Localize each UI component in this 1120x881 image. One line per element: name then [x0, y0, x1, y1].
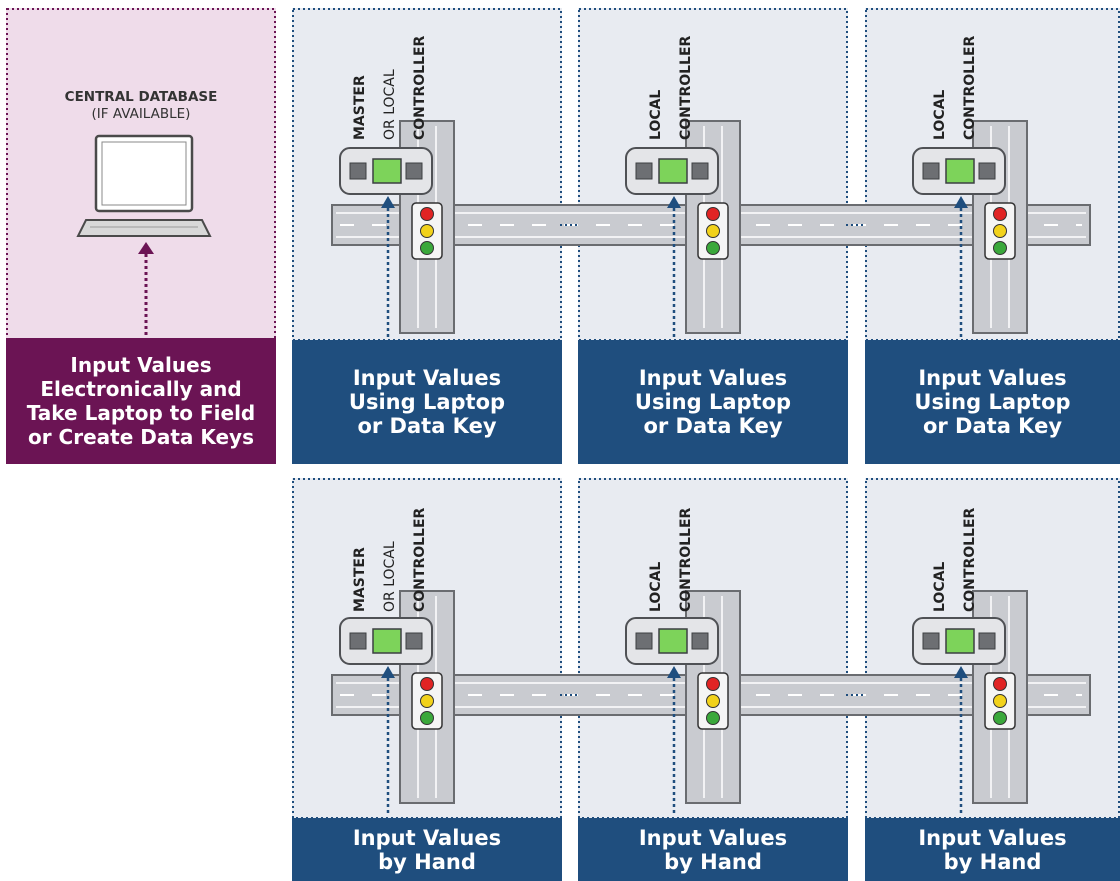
controller-keypad — [405, 632, 423, 650]
arrow-up-icon — [954, 666, 968, 678]
controller-screen — [658, 628, 688, 654]
controller-label: LOCAL CONTROLLER — [918, 508, 993, 612]
controller-screen — [945, 628, 975, 654]
signal-green-light — [993, 241, 1007, 255]
database-subtitle: (IF AVAILABLE) — [91, 106, 191, 122]
panel-caption: Input Values by Hand — [292, 818, 562, 881]
panel-caption-text: Input Values by Hand — [638, 825, 788, 874]
signal-red-light — [993, 207, 1007, 221]
signal-green-light — [420, 241, 434, 255]
panel-caption-text: Input Values Using Laptop or Data Key — [348, 366, 506, 438]
signal-green-light — [706, 241, 720, 255]
controller-screen — [658, 158, 688, 184]
panel-caption: Input Values Using Laptop or Data Key — [292, 340, 562, 464]
arrow-up-icon — [667, 196, 681, 208]
controller-label-line2: LOCAL — [648, 89, 664, 140]
signal-red-light — [706, 207, 720, 221]
signal-green-light — [706, 711, 720, 725]
controller-label-line1: MASTER — [352, 75, 368, 140]
controller-keypad — [691, 162, 709, 180]
signal-red-light — [993, 677, 1007, 691]
arrow-up-icon — [381, 196, 395, 208]
controller-keypad — [691, 632, 709, 650]
panel-dotted-border — [578, 478, 848, 819]
controller-label: LOCAL CONTROLLER — [634, 36, 709, 140]
controller-keypad — [405, 162, 423, 180]
signal-yellow-light — [993, 224, 1007, 238]
controller-label: MASTER OR LOCAL CONTROLLER — [338, 508, 443, 612]
controller-label: MASTER OR LOCAL CONTROLLER — [338, 36, 443, 140]
central-database-panel: CENTRAL DATABASE (IF AVAILABLE) Input Va… — [6, 8, 276, 464]
controller-label-line2: LOCAL — [932, 89, 948, 140]
signal-yellow-light — [706, 694, 720, 708]
controller-keypad — [978, 162, 996, 180]
controller-label-line3: CONTROLLER — [678, 35, 694, 140]
controller-label-line2: OR LOCAL — [382, 69, 398, 140]
panel-caption-text: Input Values by Hand — [352, 825, 502, 874]
controller-keypad — [635, 632, 653, 650]
panel-caption: Input Values by Hand — [578, 818, 848, 881]
laptop-icon — [76, 134, 212, 237]
controller-label-line1: MASTER — [352, 547, 368, 612]
controller-screen — [372, 628, 402, 654]
controller-keypad — [978, 632, 996, 650]
controller-keypad — [349, 632, 367, 650]
signal-red-light — [420, 677, 434, 691]
panel-dotted-border — [865, 478, 1120, 819]
controller-label-line3: CONTROLLER — [962, 35, 978, 140]
controller-keypad — [922, 162, 940, 180]
controller-label-line3: CONTROLLER — [412, 507, 428, 612]
signal-yellow-light — [993, 694, 1007, 708]
controller-label-line3: CONTROLLER — [412, 35, 428, 140]
controller-label-line3: CONTROLLER — [962, 507, 978, 612]
controller-keypad — [922, 632, 940, 650]
panel-caption-text: Input Values by Hand — [918, 825, 1067, 874]
signal-green-light — [420, 711, 434, 725]
controller-label-line2: LOCAL — [932, 561, 948, 612]
database-title-text: CENTRAL DATABASE — [64, 89, 218, 105]
arrow-up-icon — [381, 666, 395, 678]
signal-green-light — [993, 711, 1007, 725]
panel-caption: Input Values Using Laptop or Data Key — [578, 340, 848, 464]
controller-label: LOCAL CONTROLLER — [634, 508, 709, 612]
arrow-up-icon — [954, 196, 968, 208]
arrow-up-icon — [138, 242, 154, 340]
controller-label-line2: LOCAL — [648, 561, 664, 612]
database-title: CENTRAL DATABASE (IF AVAILABLE) — [6, 89, 276, 123]
panel-dotted-border — [292, 478, 562, 819]
controller-screen — [372, 158, 402, 184]
controller-label: LOCAL CONTROLLER — [918, 36, 993, 140]
controller-screen — [945, 158, 975, 184]
signal-red-light — [420, 207, 434, 221]
database-caption: Input Values Electronically and Take Lap… — [6, 338, 276, 464]
signal-yellow-light — [706, 224, 720, 238]
database-caption-text: Input Values Electronically and Take Lap… — [26, 353, 256, 449]
controller-keypad — [635, 162, 653, 180]
panel-caption-text: Input Values Using Laptop or Data Key — [914, 366, 1071, 438]
signal-yellow-light — [420, 224, 434, 238]
controller-label-line3: CONTROLLER — [678, 507, 694, 612]
signal-red-light — [706, 677, 720, 691]
controller-label-line2: OR LOCAL — [382, 541, 398, 612]
signal-yellow-light — [420, 694, 434, 708]
controller-keypad — [349, 162, 367, 180]
panel-caption-text: Input Values Using Laptop or Data Key — [634, 366, 792, 438]
arrow-up-icon — [667, 666, 681, 678]
panel-caption: Input Values by Hand — [865, 818, 1120, 881]
panel-caption: Input Values Using Laptop or Data Key — [865, 340, 1120, 464]
panel-dotted-border — [865, 8, 1120, 341]
